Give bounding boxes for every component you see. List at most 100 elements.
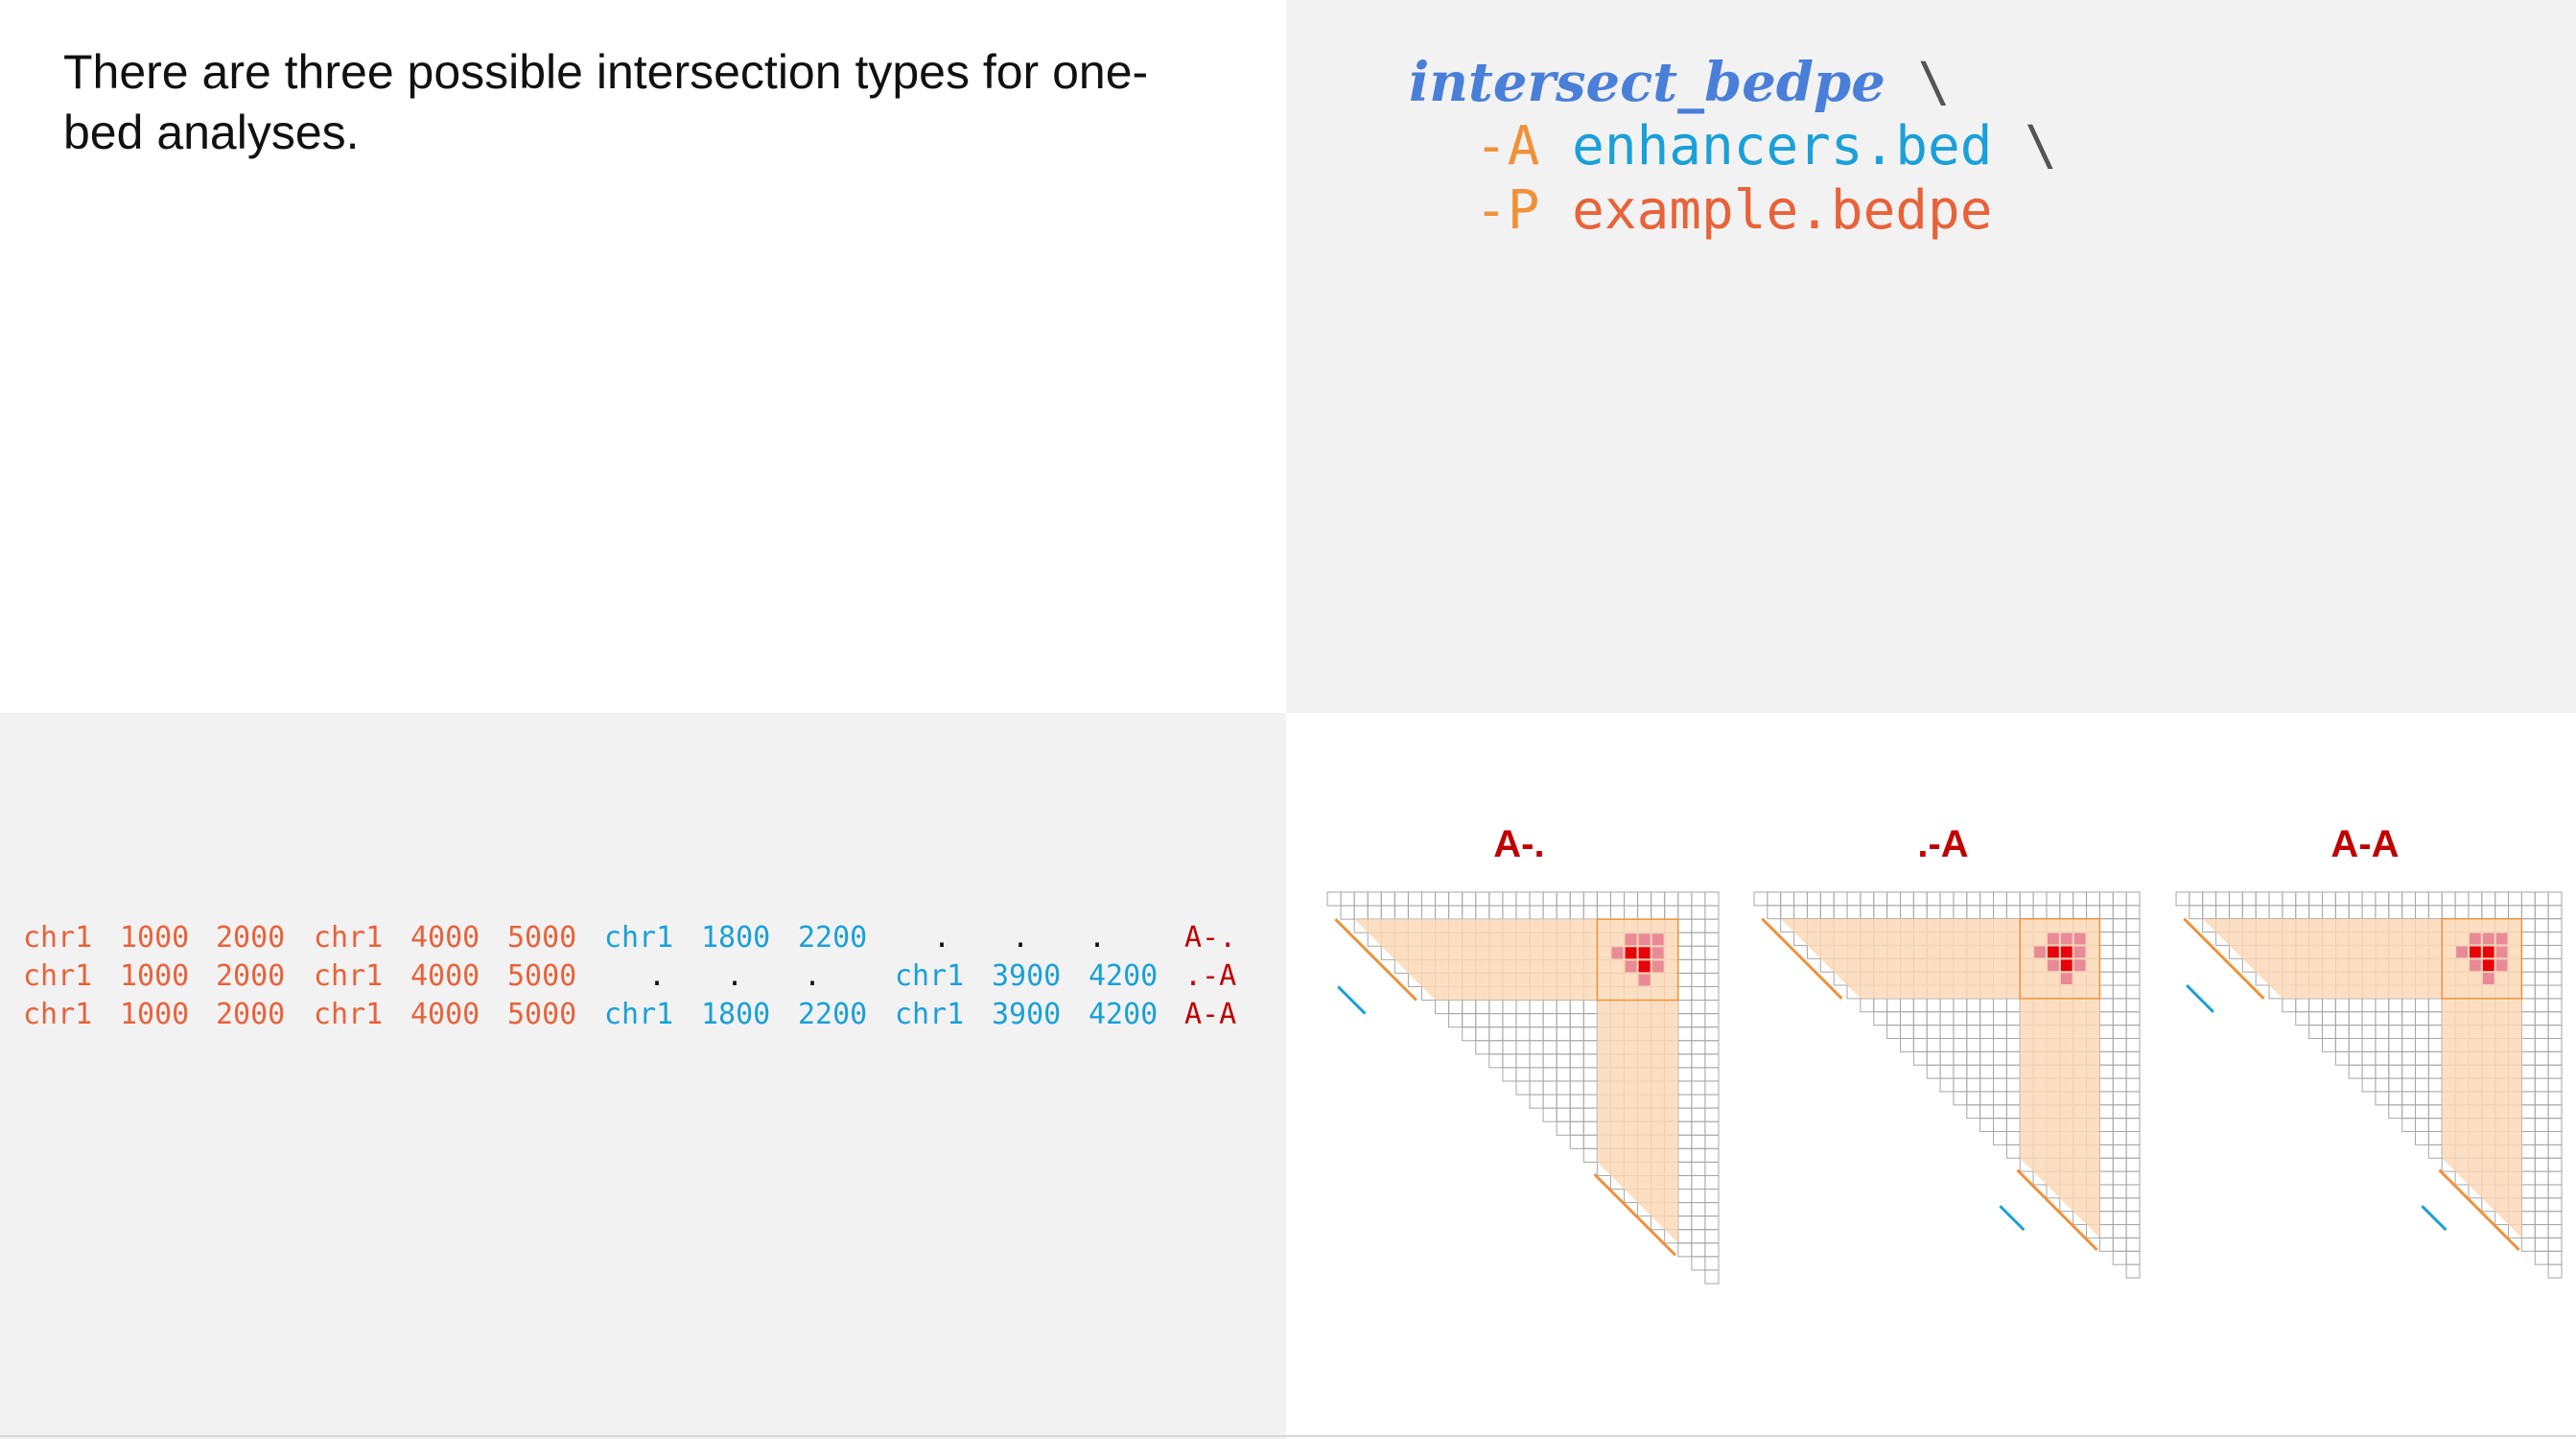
- contact-cell: [2456, 946, 2468, 958]
- table-cell-type: .-A: [1184, 959, 1237, 993]
- contact-cell: [2469, 946, 2481, 958]
- loop-contact: [2034, 932, 2086, 985]
- table-cell-a1s: 1800: [701, 921, 771, 955]
- intro-text: There are three possible intersection ty…: [63, 45, 1149, 159]
- table-cell-a2e: .: [1089, 921, 1107, 955]
- contact-map-figure: A-. .-A A-A: [1326, 823, 2563, 1285]
- command-line-1: intersect_bedpe \: [1409, 54, 1950, 112]
- contact-cell: [1651, 947, 1664, 959]
- contact-cell: [1638, 960, 1651, 973]
- line-continuation: \: [1917, 52, 1951, 114]
- contact-cell: [1651, 960, 1664, 973]
- results-panel: chr1 1000 2000 chr1 4000 5000 chr1 1800 2200... A…: [0, 713, 1286, 1439]
- contact-cell: [2060, 959, 2073, 972]
- contact-cell: [1625, 933, 1637, 946]
- contact-cell: [2482, 973, 2494, 985]
- contact-cell: [1638, 974, 1651, 986]
- table-cell-a1c: .: [648, 959, 667, 993]
- contact-map-panel: A-. .-A A-A: [1286, 713, 2576, 1439]
- line-continuation: \: [2025, 115, 2057, 177]
- bed-anchor-a: [1337, 985, 1367, 1015]
- table-cell-a2s: 3900: [992, 959, 1062, 993]
- table-cell-c2: chr1: [314, 959, 384, 993]
- contact-cell: [1638, 933, 1651, 946]
- contact-cell: [1611, 947, 1624, 959]
- contact-cell: [2482, 932, 2494, 945]
- contact-cell: [2073, 946, 2086, 958]
- file-p: example.bedpe: [1572, 179, 1993, 242]
- contact-cell: [2482, 946, 2494, 958]
- intro-panel: There are three possible intersection ty…: [0, 0, 1286, 713]
- table-cell-a2c: .: [933, 921, 951, 955]
- panel-label: A-A: [2330, 823, 2399, 865]
- contact-cell: [1638, 947, 1651, 959]
- table-cell-s2: 4000: [410, 959, 480, 993]
- file-a: enhancers.bed: [1572, 115, 1993, 177]
- table-cell-c2: chr1: [314, 921, 384, 955]
- table-cell-e2: 5000: [507, 998, 577, 1031]
- table-cell-a1c: chr1: [604, 921, 674, 955]
- table-cell-type: A-.: [1184, 921, 1237, 955]
- highlight-region: [1761, 917, 2101, 1251]
- table-cell-c1: chr1: [23, 998, 93, 1031]
- command-name: intersect_bedpe: [1409, 51, 1885, 114]
- table-cell-s2: 4000: [410, 998, 480, 1031]
- contact-cell: [2469, 959, 2481, 972]
- table-cell-e1: 2000: [216, 921, 286, 955]
- contact-cell: [2060, 946, 2073, 958]
- contact-map-2: .-A: [1753, 823, 2141, 1279]
- table-cell-e1: 2000: [216, 959, 286, 993]
- loop-contact: [2456, 932, 2508, 985]
- table-cell-a1s: .: [726, 959, 744, 993]
- contact-cell: [1625, 947, 1637, 959]
- table-cell-c2: chr1: [314, 998, 384, 1031]
- contact-cell: [2060, 932, 2073, 945]
- bottom-divider: [0, 1435, 2576, 1437]
- table-cell-a2s: 3900: [992, 998, 1062, 1031]
- contact-cell: [2047, 959, 2059, 972]
- contact-cell: [1625, 960, 1637, 973]
- table-cell-a2s: .: [1012, 921, 1030, 955]
- contact-map-1: A-.: [1326, 823, 1720, 1285]
- contact-cell: [2073, 932, 2086, 945]
- table-cell-s1: 1000: [120, 921, 190, 955]
- command-panel: intersect_bedpe \ -A enhancers.bed \ -P …: [1286, 0, 2576, 713]
- command-line-2: -A enhancers.bed \: [1475, 118, 2057, 176]
- table-cell-c1: chr1: [23, 921, 93, 955]
- table-cell-a1e: 2200: [798, 998, 868, 1031]
- table-cell-type: A-A: [1184, 998, 1237, 1031]
- table-cell-a2e: 4200: [1089, 959, 1159, 993]
- contact-cell: [2047, 946, 2059, 958]
- table-cell-e2: 5000: [507, 921, 577, 955]
- contact-map-3: A-A: [2175, 823, 2563, 1279]
- contact-cell: [2482, 959, 2494, 972]
- table-cell-s1: 1000: [120, 998, 190, 1031]
- flag-a: -A: [1475, 115, 1540, 177]
- contact-cell: [2469, 932, 2481, 945]
- command-line-3: -P example.bedpe: [1475, 182, 1992, 240]
- table-cell-a2e: 4200: [1089, 998, 1159, 1031]
- contact-cell: [2047, 932, 2059, 945]
- flag-p: -P: [1475, 179, 1540, 242]
- loop-contact: [1611, 933, 1664, 986]
- table-cell-a2c: chr1: [895, 959, 965, 993]
- bed-anchor-b: [2421, 1205, 2447, 1232]
- bed-anchor-a: [2186, 983, 2214, 1013]
- highlight-region: [2183, 917, 2523, 1251]
- table-cell-s2: 4000: [410, 921, 480, 955]
- contact-cell: [2495, 959, 2508, 972]
- table-cell-c1: chr1: [23, 959, 93, 993]
- contact-cell: [2034, 946, 2046, 958]
- contact-cell: [2495, 932, 2508, 945]
- panel-label: .-A: [1917, 823, 1968, 865]
- table-cell-s1: 1000: [120, 959, 190, 993]
- table-cell-a1e: 2200: [798, 921, 868, 955]
- contact-cell: [2060, 973, 2073, 985]
- table-cell-a2c: chr1: [895, 998, 965, 1031]
- table-cell-e1: 2000: [216, 998, 286, 1031]
- table-cell-a1c: chr1: [604, 998, 674, 1031]
- table-cell-a1e: .: [804, 959, 822, 993]
- table-cell-e2: 5000: [507, 959, 577, 993]
- table-cell-a1s: 1800: [701, 998, 771, 1031]
- bed-anchor-b: [1999, 1205, 2026, 1232]
